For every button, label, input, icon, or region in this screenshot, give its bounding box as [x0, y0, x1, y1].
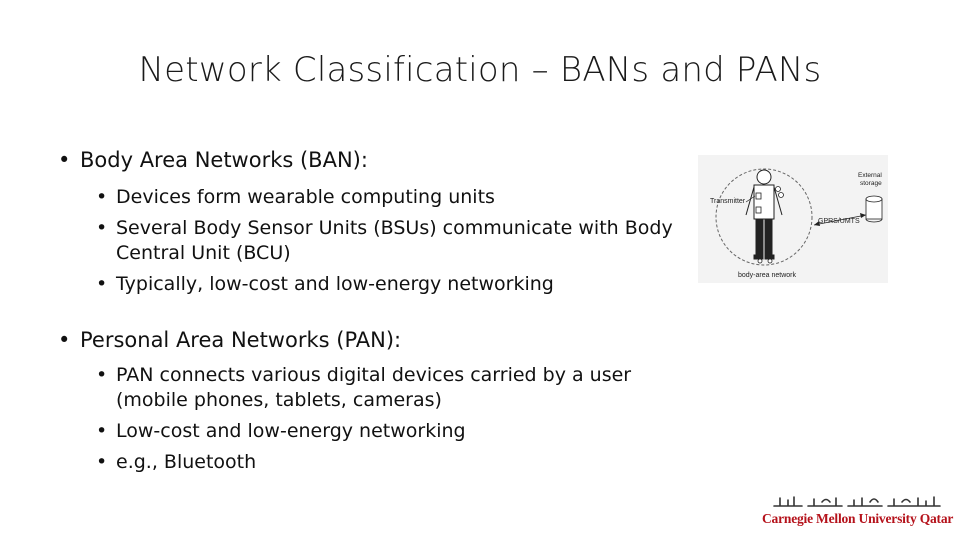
- sensor-node-icon: [755, 186, 784, 264]
- cmu-qatar-logo: Carnegie Mellon University Qatar: [762, 494, 953, 532]
- storage-cylinder-icon: [865, 195, 883, 223]
- ban-bullet: Several Body Sensor Units (BSUs) communi…: [96, 216, 698, 266]
- body-area-network-diagram: Transmitter GPRS/UMTS External storage b…: [698, 155, 888, 283]
- pan-section: Personal Area Networks (PAN): PAN connec…: [58, 325, 698, 475]
- ban-bullet: Devices form wearable computing units: [96, 185, 698, 210]
- ban-bullet: Typically, low-cost and low-energy netwo…: [96, 272, 698, 297]
- ban-bullet-list: Devices form wearable computing units Se…: [58, 185, 698, 297]
- cmu-qatar-wordmark: Carnegie Mellon University Qatar: [762, 511, 954, 526]
- cmu-qatar-arabic-wordmark-icon: [773, 496, 941, 507]
- gprs-umts-label: GPRS/UMTS: [818, 218, 860, 225]
- external-storage-label-line2: storage: [860, 180, 882, 187]
- pan-heading: Personal Area Networks (PAN):: [58, 325, 698, 355]
- external-storage-label-line1: External: [858, 172, 882, 179]
- diagram-caption: body-area network: [738, 272, 796, 279]
- pan-bullet: PAN connects various digital devices car…: [96, 363, 698, 413]
- transmitter-label: Transmitter: [710, 198, 746, 205]
- network-boundary-circle: [715, 168, 813, 266]
- ban-section: Body Area Networks (BAN): Devices form w…: [58, 145, 698, 297]
- pan-bullet-list: PAN connects various digital devices car…: [58, 363, 698, 475]
- slide-content: Body Area Networks (BAN): Devices form w…: [58, 145, 698, 475]
- slide-title: Network Classification – BANs and PANs: [138, 50, 822, 90]
- gprs-link-arrow: [813, 214, 867, 226]
- pan-bullet: Low-cost and low-energy networking: [96, 419, 698, 444]
- pan-bullet: e.g., Bluetooth: [96, 450, 698, 475]
- ban-heading: Body Area Networks (BAN):: [58, 145, 698, 175]
